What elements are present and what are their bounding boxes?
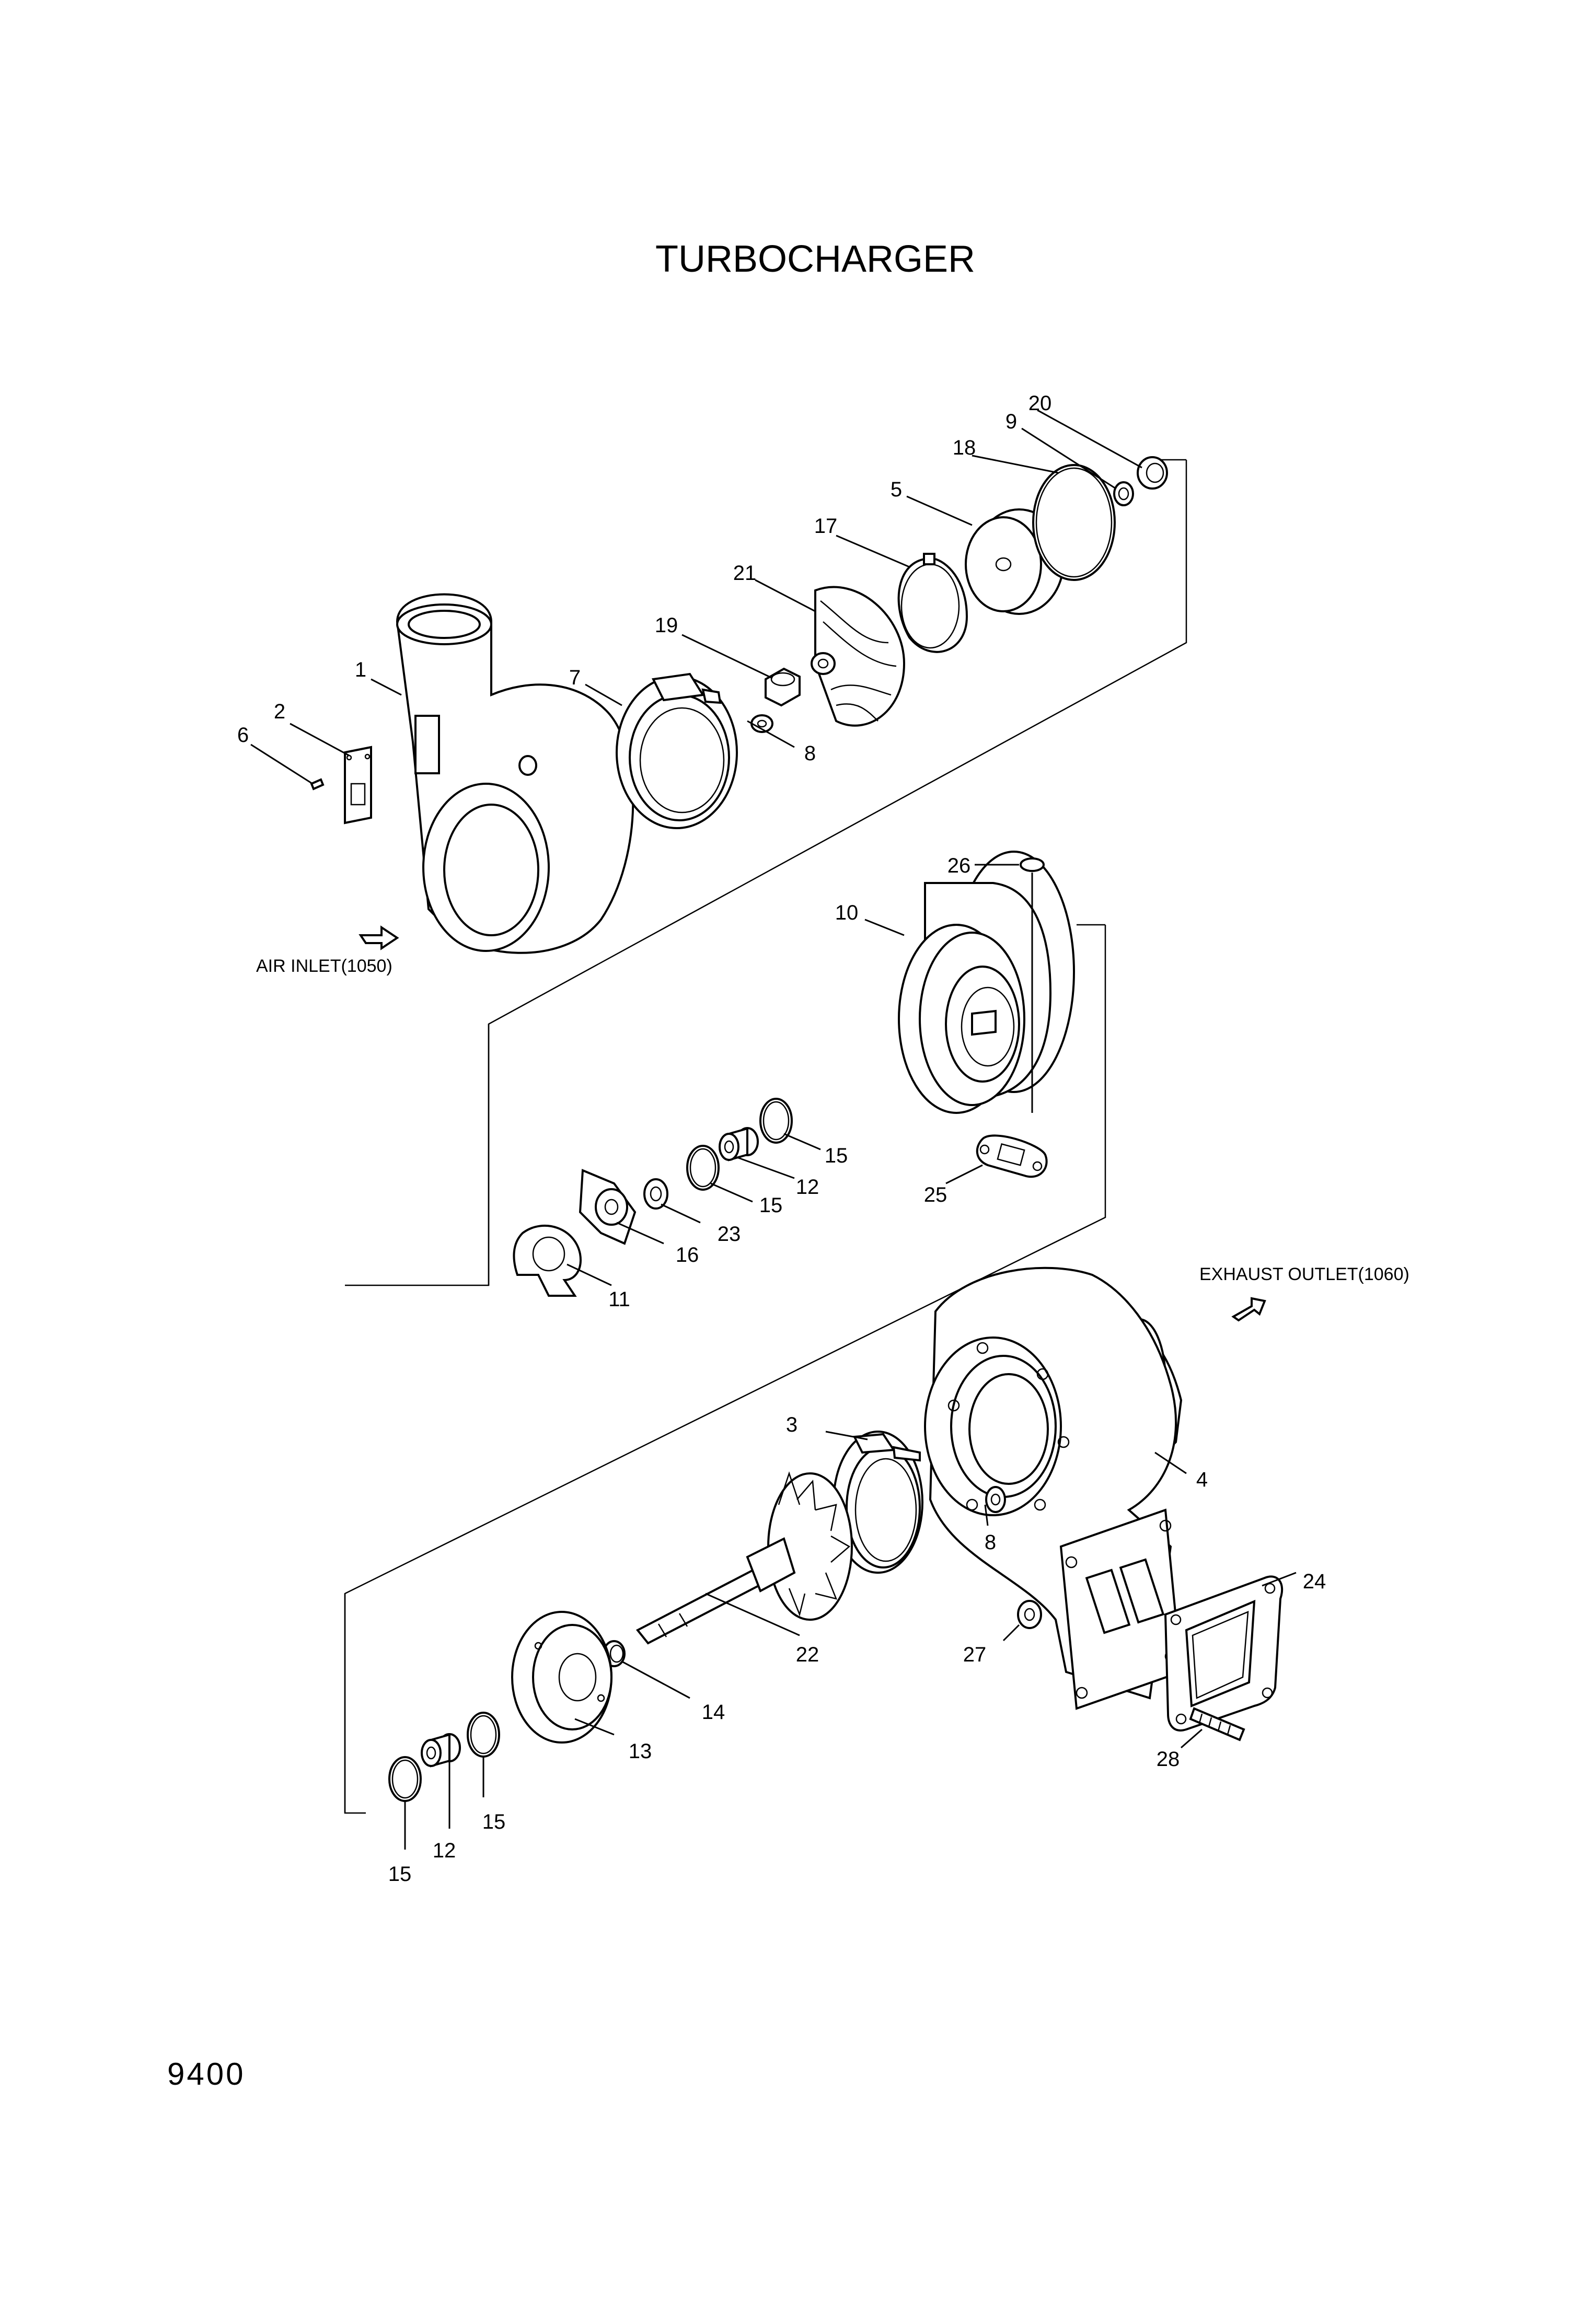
gasket-part-25: [976, 1134, 1048, 1178]
lock-nut-part-19: [765, 667, 801, 707]
callout-11: 11: [608, 1288, 630, 1311]
callout-16: 16: [676, 1244, 699, 1266]
snap-ring-part-15-bottom-a: [467, 1712, 500, 1758]
turbine-housing-part-4: [924, 1266, 1183, 1710]
callout-15-middle-b: 15: [759, 1194, 783, 1217]
callout-8-upper: 8: [804, 742, 816, 765]
exhaust-outlet-arrow-icon: [1231, 1297, 1266, 1322]
seal-plate-part-13: [511, 1611, 612, 1744]
oil-deflector-part-11: [513, 1224, 582, 1297]
callout-2: 2: [274, 700, 285, 723]
callout-7: 7: [569, 666, 581, 689]
exhaust-outlet-note: EXHAUST OUTLET(1060): [1199, 1264, 1409, 1284]
callout-8-lower: 8: [985, 1531, 996, 1554]
snap-ring-part-17: [897, 553, 968, 653]
callout-17: 17: [814, 515, 838, 538]
nut-part-8-lower: [985, 1486, 1006, 1513]
v-band-clamp-part-3: [833, 1431, 923, 1574]
plug-part-26: [1020, 857, 1045, 872]
callout-12-middle: 12: [796, 1176, 819, 1199]
bearing-part-12-bottom: [421, 1733, 461, 1768]
callout-4: 4: [1196, 1468, 1208, 1491]
drive-screw-part-6: [310, 778, 325, 791]
callout-19: 19: [655, 614, 678, 637]
callout-14: 14: [702, 1701, 725, 1724]
bearing-housing-part-10: [898, 851, 1075, 1114]
callout-15-bottom-a: 15: [482, 1810, 506, 1833]
turbine-wheel-shaft-part-22: [635, 1471, 853, 1645]
callout-21: 21: [733, 562, 757, 585]
diagram-title: TURBOCHARGER: [655, 238, 975, 280]
callout-3: 3: [786, 1413, 797, 1436]
callout-26: 26: [947, 854, 971, 877]
bearing-part-12-middle: [719, 1127, 759, 1161]
washer-part-9: [1113, 481, 1134, 506]
compressor-housing-part-1: [396, 593, 634, 954]
thrust-collar-part-23: [643, 1178, 668, 1210]
callout-9: 9: [1005, 410, 1017, 433]
nameplate-part-2: [344, 746, 372, 824]
callout-6: 6: [237, 724, 249, 747]
callout-27: 27: [963, 1643, 987, 1666]
air-inlet-arrow-icon: [359, 925, 399, 950]
callout-18: 18: [953, 436, 976, 459]
callout-10: 10: [835, 901, 859, 924]
snap-ring-part-15-middle-a: [759, 1098, 793, 1144]
callout-12-bottom: 12: [433, 1839, 456, 1862]
group-frame-turbine: [344, 1594, 366, 1814]
compressor-wheel-part-21: [811, 586, 906, 727]
callout-1: 1: [355, 658, 366, 681]
callout-15-bottom-b: 15: [388, 1863, 412, 1886]
leader-lines: [250, 409, 1297, 1850]
callout-28: 28: [1157, 1748, 1180, 1771]
callout-20: 20: [1028, 392, 1052, 415]
v-band-clamp-part-7: [616, 672, 738, 829]
callout-15-middle-a: 15: [825, 1144, 848, 1167]
plug-part-20: [1137, 456, 1168, 490]
callout-22: 22: [796, 1643, 819, 1666]
page-number: 9400: [167, 2056, 245, 2091]
thrust-bearing-part-16: [579, 1169, 637, 1245]
gasket-part-24: [1164, 1575, 1284, 1732]
callout-13: 13: [629, 1740, 652, 1763]
callout-labels: 1 2 6 7 19 8 21 17 5 18 9 20 26 10 15 12…: [237, 392, 1326, 1886]
snap-ring-part-15-bottom-b: [388, 1756, 422, 1802]
nut-part-27: [1017, 1600, 1042, 1629]
callout-24: 24: [1303, 1570, 1326, 1593]
callout-23: 23: [718, 1223, 741, 1246]
callout-5: 5: [891, 478, 902, 501]
callout-25: 25: [924, 1183, 947, 1206]
stud-part-28: [1189, 1707, 1245, 1741]
snap-ring-part-15-middle-b: [686, 1145, 720, 1191]
air-inlet-note: AIR INLET(1050): [256, 956, 392, 976]
o-ring-part-18: [1032, 464, 1116, 581]
